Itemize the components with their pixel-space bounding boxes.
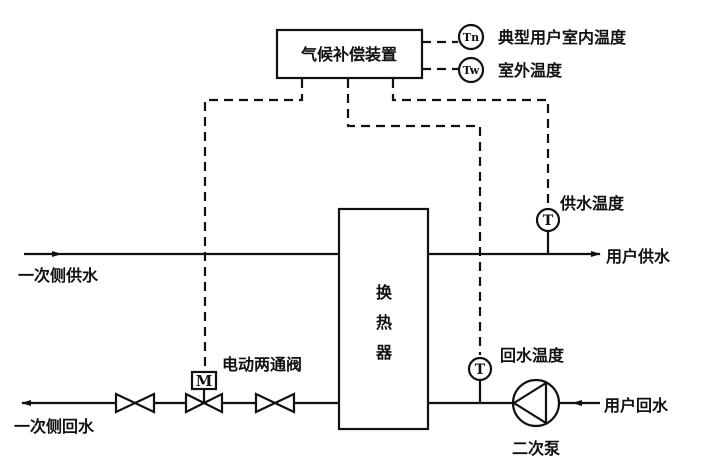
- outdoor-temp-sensor: Tw 室外温度: [457, 56, 563, 84]
- sensor-tw-icon: [457, 56, 485, 84]
- controller-box: [275, 28, 424, 80]
- heat-exchanger-box: [337, 207, 430, 431]
- valve-icon: [254, 392, 296, 414]
- motor-symbol: M: [196, 372, 213, 390]
- signal-line-valve: [203, 79, 304, 375]
- pump-triangle: [511, 381, 548, 425]
- heat-exchanger-char-3: 器: [375, 343, 393, 362]
- user-supply-label: 用户供水: [606, 247, 671, 266]
- supply-temp-sensor: T 供水温度: [535, 194, 625, 254]
- return-temp-sensor-icon: [467, 356, 493, 382]
- manual-valve-right: [254, 392, 296, 414]
- valve-icon: [114, 392, 156, 414]
- supply-temp-label: 供水温度: [559, 194, 625, 213]
- primary-supply-label: 一次侧供水: [18, 266, 99, 285]
- motorized-two-way-valve: M 电动两通阀: [184, 355, 302, 414]
- heat-exchanger-char-1: 换: [376, 283, 393, 302]
- return-temp-sensor: T 回水温度: [467, 346, 565, 403]
- user-return-label: 用户回水: [604, 396, 669, 415]
- indoor-temp-sensor: Tn 典型用户室内温度: [457, 23, 627, 51]
- signal-line-supply-temp: [391, 79, 550, 208]
- climate-compensator: 气候补偿装置: [275, 28, 424, 80]
- return-sensor-symbol: T: [475, 362, 486, 378]
- indoor-temp-label: 典型用户室内温度: [498, 28, 627, 47]
- primary-supply-flow-icon: [52, 251, 62, 257]
- user-return-flow-icon: [572, 400, 582, 406]
- secondary-pump: 二次泵: [511, 378, 561, 458]
- sensor-tn-symbol: Tn: [463, 31, 479, 44]
- heat-exchanger: 换 热 器: [337, 207, 430, 431]
- sensor-tw-symbol: Tw: [463, 64, 480, 77]
- supply-temp-sensor-icon: [535, 207, 561, 233]
- primary-return-label: 一次侧回水: [14, 417, 95, 436]
- manual-valve-left: [114, 392, 156, 414]
- outdoor-temp-label: 室外温度: [498, 61, 563, 80]
- signal-line-return-temp: [346, 79, 482, 355]
- sensor-tn-icon: [457, 23, 485, 51]
- motor-box: [190, 370, 218, 391]
- controller-label: 气候补偿装置: [300, 45, 397, 64]
- heat-exchanger-char-2: 热: [376, 313, 392, 332]
- return-temp-label: 回水温度: [500, 346, 565, 365]
- pump-label: 二次泵: [512, 439, 560, 458]
- valve-label: 电动两通阀: [222, 355, 302, 374]
- supply-sensor-symbol: T: [543, 213, 554, 229]
- pump-icon: [511, 378, 561, 428]
